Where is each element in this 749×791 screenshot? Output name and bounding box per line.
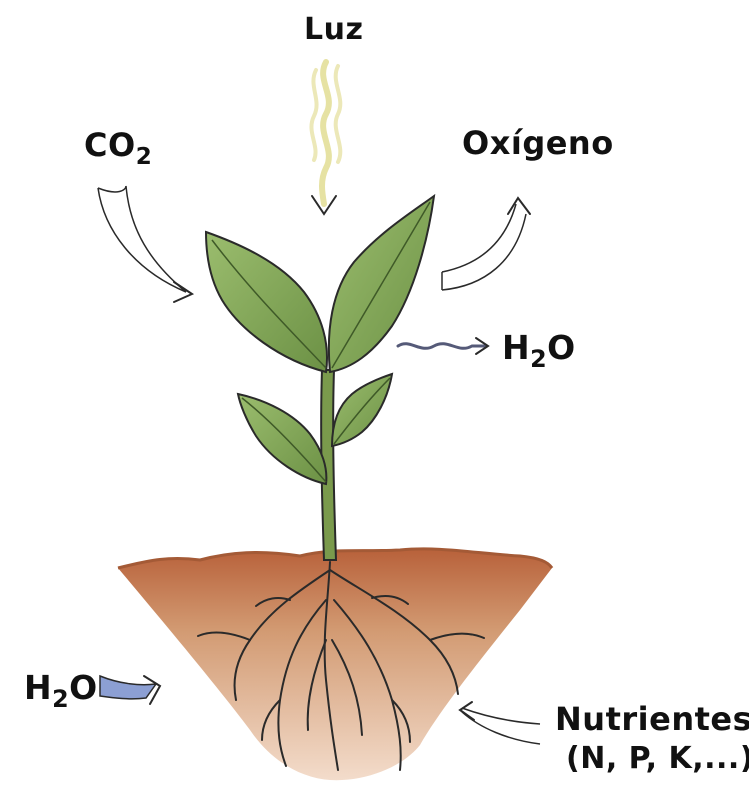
h2o-soil-subscript: 2 — [52, 685, 69, 713]
nutrients-detail-label: (N, P, K,...) — [566, 741, 749, 776]
leaf-lower-left — [238, 394, 326, 484]
h2o-leaf-subscript: 2 — [530, 345, 547, 373]
oxygen-arrow-icon — [442, 198, 530, 290]
soil-h2o-label: H2O — [24, 668, 98, 707]
leaves — [206, 196, 434, 484]
transpiration-h2o-label: H2O — [502, 328, 576, 367]
nutrients-label: Nutrientes — [555, 700, 749, 738]
co2-label-main: CO — [84, 126, 136, 164]
nutrient-arrow-icon — [460, 702, 540, 744]
oxygen-label: Oxígeno — [462, 124, 614, 162]
light-label: Luz — [304, 12, 363, 47]
transpiration-arrow-icon — [398, 338, 488, 354]
h2o-soil-h: H — [24, 668, 52, 707]
light-arrow-icon — [311, 62, 340, 214]
co2-label: CO2 — [84, 126, 152, 164]
water-arrow-icon — [100, 676, 160, 704]
co2-label-subscript: 2 — [136, 144, 153, 170]
h2o-soil-o: O — [69, 668, 98, 707]
h2o-leaf-o: O — [547, 328, 576, 367]
h2o-leaf-h: H — [502, 328, 530, 367]
co2-arrow-icon — [98, 186, 192, 302]
